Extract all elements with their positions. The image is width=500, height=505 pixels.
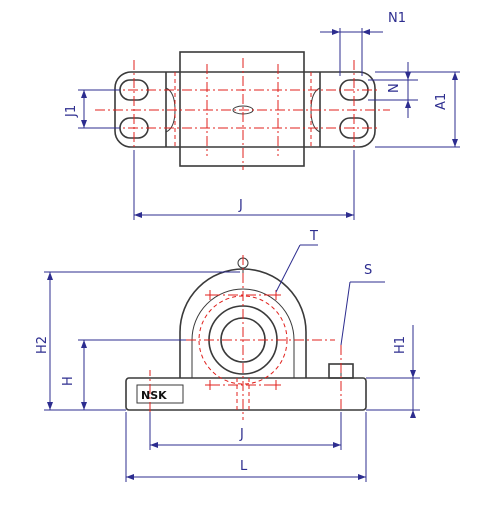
n1-label: N1 [388,11,406,26]
brand-logo: NSK [141,389,167,402]
front-view: NSK T S H2 H H1 [35,229,420,482]
dimension-arrowheads [47,29,458,480]
h2-label: H2 [35,336,50,354]
s-label: S [364,263,372,278]
s-leader [340,281,351,346]
housing-inner-outline [191,288,295,378]
brand-logo-box [136,384,184,404]
h1-label: H1 [393,336,408,354]
base-plate-front [125,377,367,411]
n-label: N [387,83,402,93]
l-label: L [240,459,248,474]
j1-label: J1 [64,105,79,118]
t-leader [275,244,301,293]
j-front-label: J [239,427,244,442]
t-label: T [309,229,318,244]
tapped-hole-marks [205,290,281,390]
top-view: N1 N A1 J1 J [64,11,460,220]
h-label: H [61,376,76,386]
hidden-bearing-seat [198,295,288,385]
j-top-label: J [238,198,243,213]
a1-label: A1 [434,93,449,110]
housing-top-outline [179,51,305,167]
